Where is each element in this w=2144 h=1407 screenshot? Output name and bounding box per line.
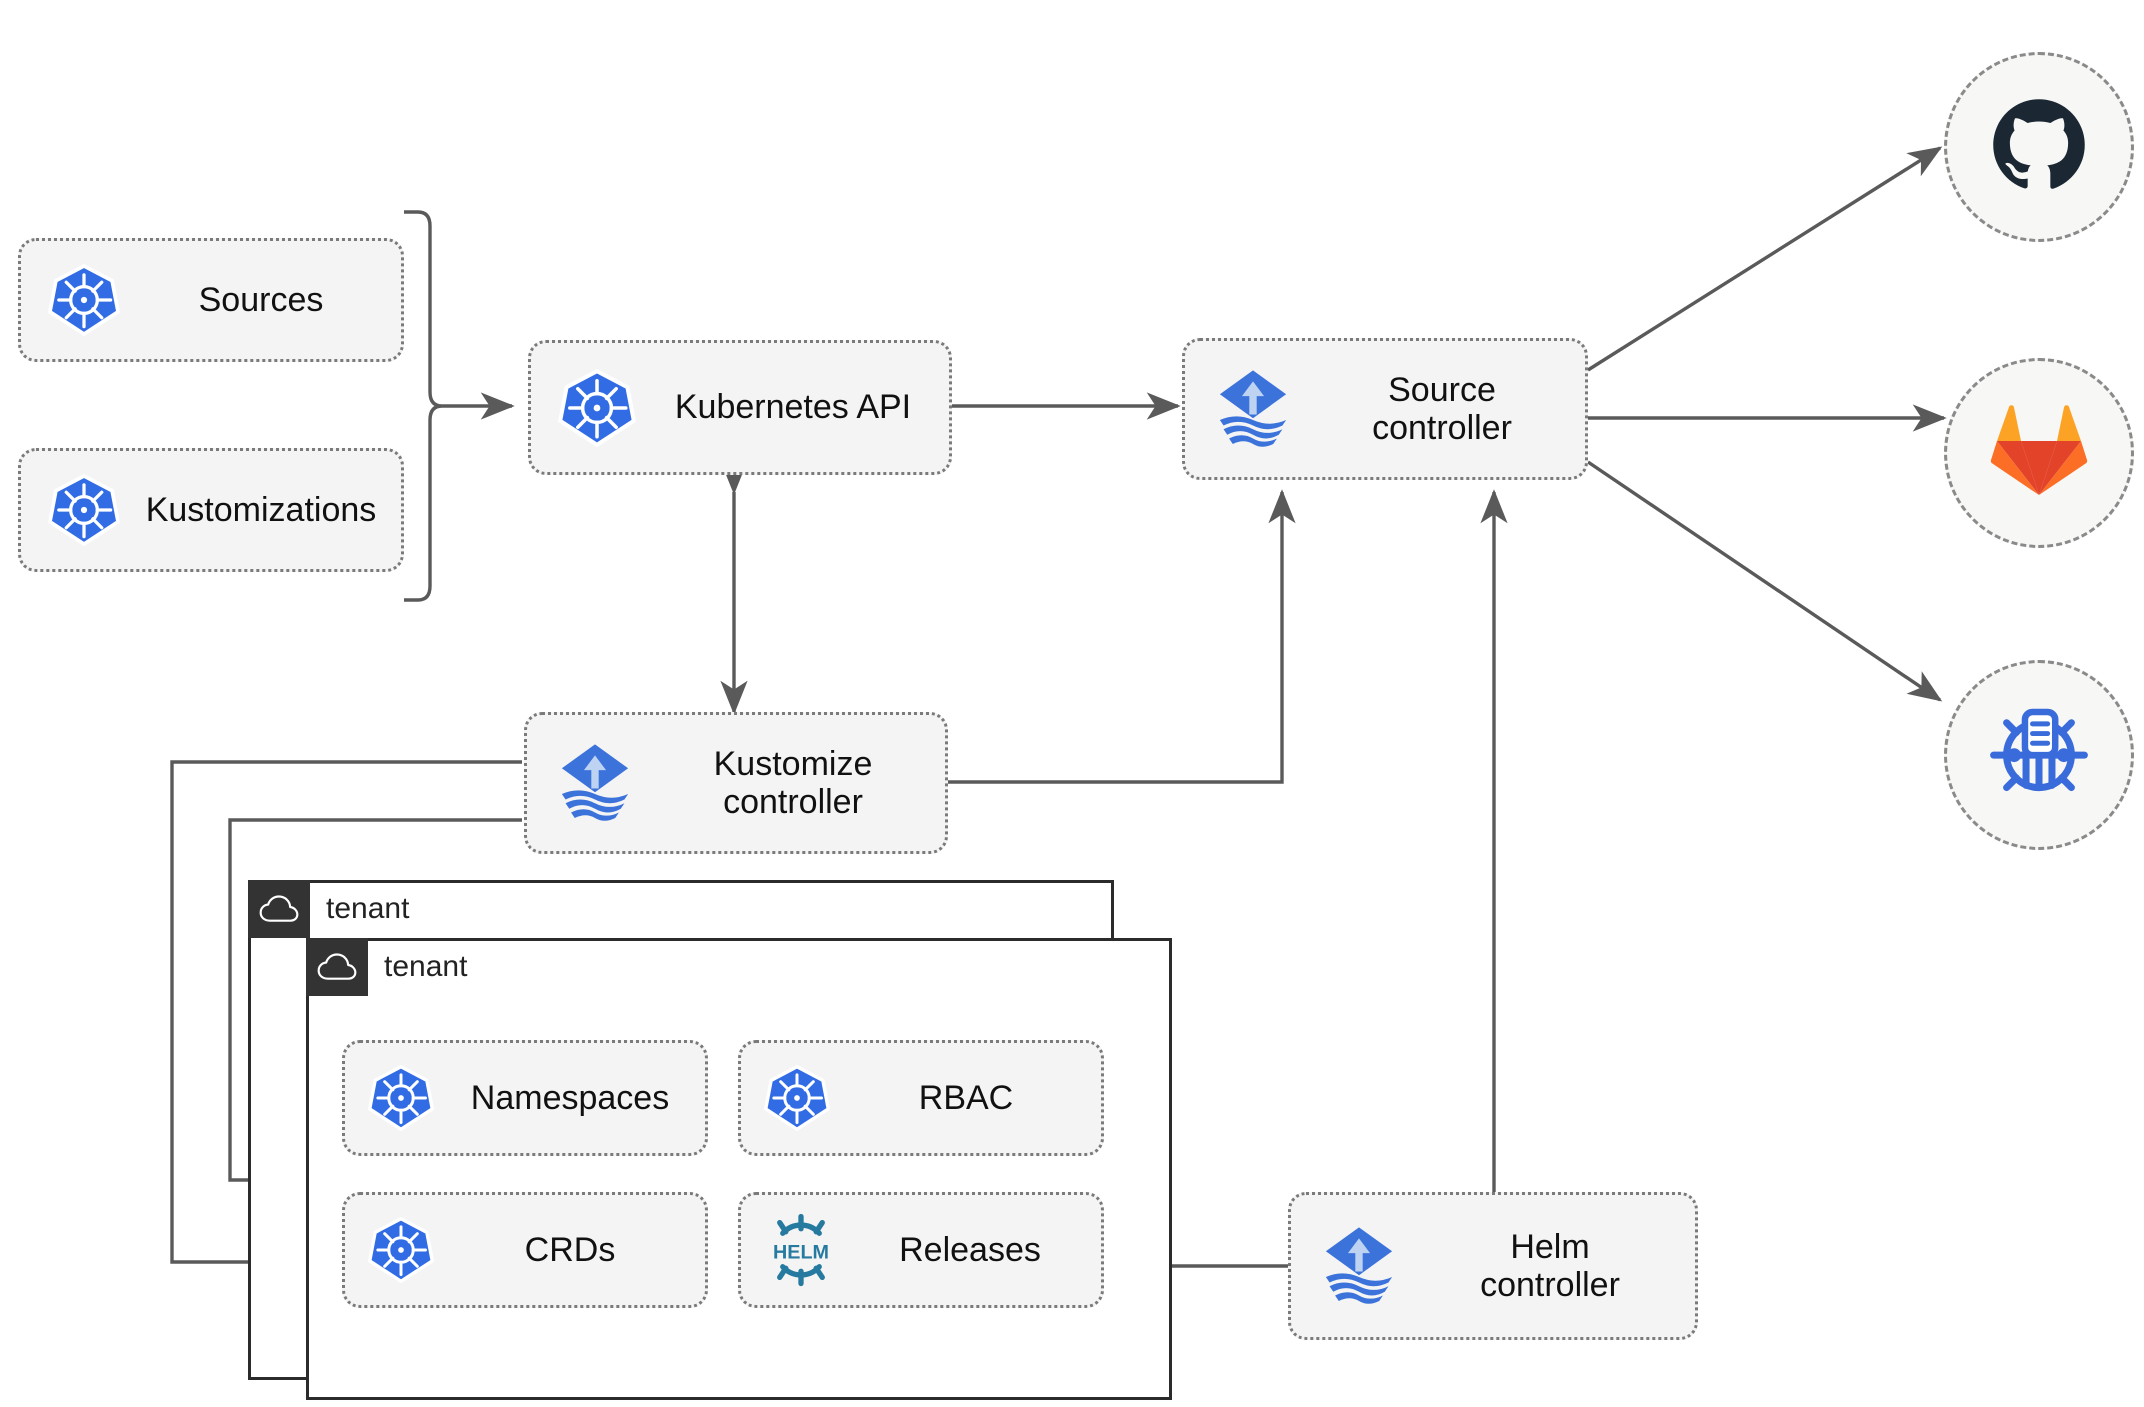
node-source-controller[interactable]: Source controller: [1182, 338, 1588, 480]
github-icon: [1987, 93, 2091, 202]
kubernetes-icon: [47, 263, 121, 337]
tenant-tab: tenant: [306, 938, 467, 996]
node-sources[interactable]: Sources: [18, 238, 404, 362]
node-label: Kustomizations: [145, 490, 377, 529]
node-label: Releases: [899, 1230, 1041, 1269]
flux-icon: [549, 737, 641, 829]
flux-icon: [1207, 363, 1299, 455]
provider-gitlab[interactable]: [1944, 358, 2134, 548]
helm-icon: HELM: [763, 1212, 839, 1288]
svg-text:HELM: HELM: [773, 1241, 829, 1263]
node-kustomize-controller[interactable]: Kustomize controller: [524, 712, 948, 854]
node-kustomizations[interactable]: Kustomizations: [18, 448, 404, 572]
node-rbac[interactable]: RBAC: [738, 1040, 1104, 1156]
node-helm-controller[interactable]: Helm controller: [1288, 1192, 1698, 1340]
node-crds[interactable]: CRDs: [342, 1192, 708, 1308]
wire-source-to-helm-repository: [1587, 460, 1943, 702]
provider-github[interactable]: [1944, 52, 2134, 242]
node-label: Namespaces: [470, 1078, 670, 1117]
node-label: Source controller: [1372, 370, 1512, 447]
node-kubernetes-api[interactable]: Kubernetes API: [528, 340, 952, 475]
node-namespaces[interactable]: Namespaces: [342, 1040, 708, 1156]
tenant-container-front[interactable]: tenant: [306, 938, 1172, 1400]
helm-repository-icon: [1985, 699, 2093, 812]
wire-source-to-github: [1587, 146, 1943, 372]
cloud-icon: [306, 938, 368, 996]
provider-helm-repository[interactable]: [1944, 660, 2134, 850]
node-label: Kustomize controller: [713, 744, 873, 821]
kubernetes-icon: [557, 368, 637, 448]
kubernetes-icon: [763, 1064, 831, 1132]
flux-icon: [1313, 1220, 1405, 1312]
tenant-tab: tenant: [248, 880, 409, 938]
node-label: Sources: [198, 280, 324, 319]
node-label: RBAC: [918, 1078, 1014, 1117]
node-releases[interactable]: HELM Releases: [738, 1192, 1104, 1308]
node-label: CRDs: [524, 1230, 616, 1269]
tenant-label: tenant: [384, 950, 468, 983]
node-label: Helm controller: [1480, 1227, 1620, 1304]
kubernetes-icon: [367, 1216, 435, 1284]
node-label: Kubernetes API: [674, 388, 912, 427]
kubernetes-icon: [47, 473, 121, 547]
gitlab-icon: [1989, 403, 2089, 504]
kubernetes-icon: [367, 1064, 435, 1132]
cloud-icon: [248, 880, 310, 938]
resource-group-bracket: [404, 210, 443, 602]
tenant-label: tenant: [326, 892, 410, 925]
wire-kustomize-to-source: [948, 489, 1296, 784]
